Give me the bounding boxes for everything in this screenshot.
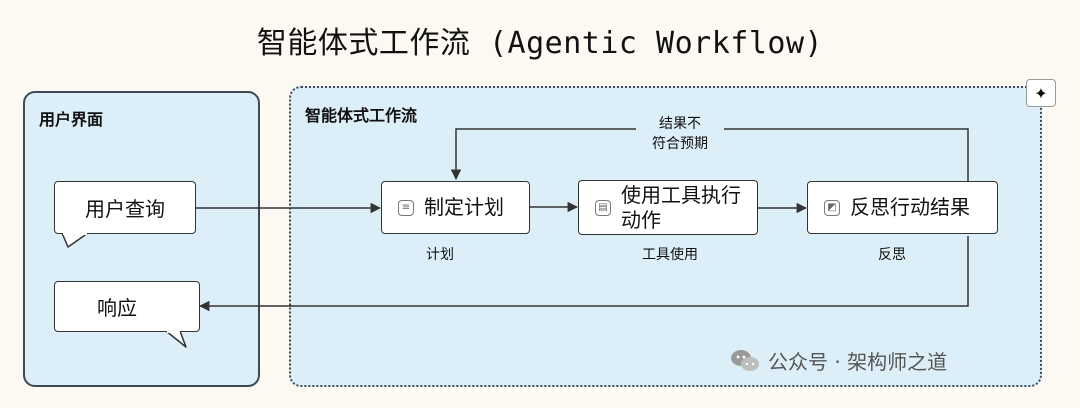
node-tool-use: ▤ 使用工具执行 动作 xyxy=(578,180,758,235)
node-reflect: ◩ 反思行动结果 xyxy=(807,181,998,234)
node-plan-label: 制定计划 xyxy=(424,195,504,219)
sublabel-reflect: 反思 xyxy=(878,247,906,263)
diagram-title: 智能体式工作流 (Agentic Workflow) xyxy=(256,26,824,61)
node-tool-use-label: 使用工具执行 动作 xyxy=(621,183,741,233)
node-tool-use-label-line1: 使用工具执行 xyxy=(621,182,741,207)
feedback-label-line2: 符合预期 xyxy=(652,136,708,152)
watermark: 公众号 · 架构师之道 xyxy=(730,346,947,375)
feedback-label-line1: 结果不 xyxy=(659,116,701,132)
feedback-edge-label: 结果不 符合预期 xyxy=(636,114,724,154)
sublabel-plan: 计划 xyxy=(426,247,454,263)
sublabel-tool-use: 工具使用 xyxy=(642,247,698,263)
reflect-icon: ◩ xyxy=(824,199,840,216)
agentic-workflow-label: 智能体式工作流 xyxy=(305,106,418,125)
sparkle-icon: ✦ xyxy=(1026,79,1056,107)
user-interface-panel: 用户界面 xyxy=(23,91,260,387)
edge-reflect-to-response xyxy=(198,236,969,312)
node-tool-use-label-line2: 动作 xyxy=(621,207,661,232)
document-icon: ≡ xyxy=(398,199,414,216)
user-query-text: 用户查询 xyxy=(85,197,165,221)
tool-icon: ▤ xyxy=(595,199,611,216)
user-query-bubble: 用户查询 xyxy=(54,181,196,234)
wechat-icon xyxy=(731,349,759,371)
response-bubble-tail xyxy=(165,330,187,348)
user-interface-label: 用户界面 xyxy=(39,110,104,129)
watermark-text: 公众号 · 架构师之道 xyxy=(768,350,948,374)
response-text: 响应 xyxy=(97,296,137,320)
node-plan: ≡ 制定计划 xyxy=(381,181,530,234)
query-bubble-tail xyxy=(61,232,89,248)
response-bubble: 响应 xyxy=(54,281,200,332)
node-reflect-label: 反思行动结果 xyxy=(850,195,970,219)
